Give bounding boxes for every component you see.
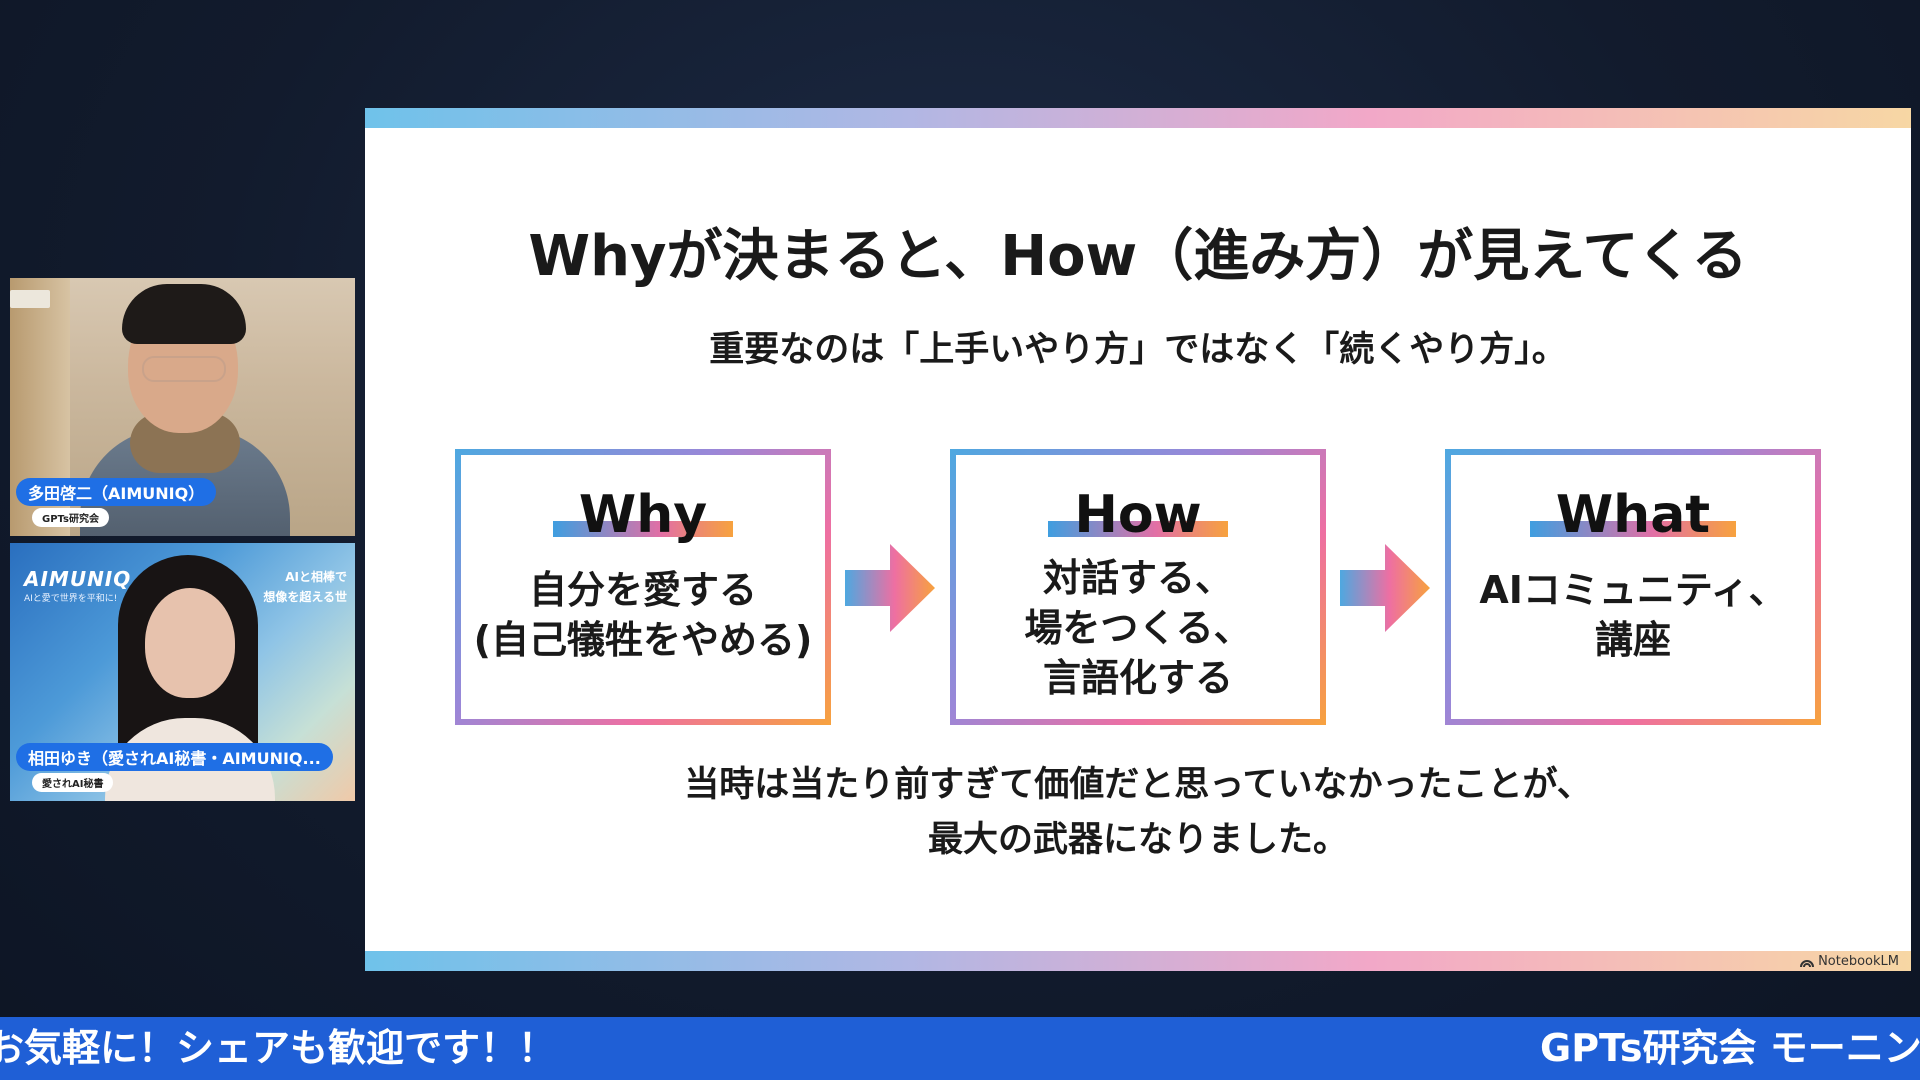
shared-presentation-slide: Whyが決まると、How（進み方）が見えてくる 重要なのは「上手いやり方」ではな… xyxy=(365,108,1911,971)
ticker-text-right: GPTs研究会 モーニン xyxy=(1540,1026,1920,1070)
slide-top-gradient-band xyxy=(365,108,1911,128)
ticker-text-left: お気軽に！シェアも歓迎です！！ xyxy=(0,1026,557,1070)
participant-video-tile-2[interactable]: AIMUNIQ AIと愛で世界を平和に! AIと相棒で 想像を超える世 相田ゆき… xyxy=(10,543,355,801)
card-heading: How xyxy=(1048,485,1228,545)
virtual-background-brand-sub: AIと愛で世界を平和に! xyxy=(24,594,118,604)
scrolling-ticker-banner: お気軽に！シェアも歓迎です！！ GPTs研究会 モーニン xyxy=(0,1017,1920,1080)
air-conditioner xyxy=(10,290,50,308)
participant-tag-label: GPTs研究会 xyxy=(32,508,109,527)
card-what: What AIコミュニティ、 講座 xyxy=(1445,449,1821,725)
slide-subtitle: 重要なのは「上手いやり方」ではなく「続くやり方」。 xyxy=(709,330,1567,370)
card-how: How 対話する、 場をつくる、 言語化する xyxy=(950,449,1326,725)
arrow-right-icon xyxy=(1340,544,1430,632)
participant-tag-label: 愛されAI秘書 xyxy=(32,773,114,792)
participant-video-tile-1[interactable]: 多田啓二（AIMUNIQ） GPTs研究会 xyxy=(10,278,355,536)
slide-conclusion-text: 当時は当たり前すぎて価値だと思っていなかったことが、 最大の武器になりました。 xyxy=(684,765,1592,860)
card-why: Why 自分を愛する (自己犠牲をやめる) xyxy=(455,449,831,725)
virtual-background-slogan: AIと相棒で 想像を超える世 xyxy=(263,570,347,604)
slide-title: Whyが決まると、How（進み方）が見えてくる xyxy=(528,224,1748,289)
card-heading: Why xyxy=(552,485,734,545)
card-body: AIコミュニティ、 講座 xyxy=(1479,568,1787,662)
participant-name-label: 多田啓二（AIMUNIQ） xyxy=(16,478,217,506)
glasses-icon xyxy=(142,356,226,382)
slide-bottom-gradient-band xyxy=(365,951,1911,971)
notebooklm-watermark: NotebookLM xyxy=(1800,954,1899,969)
card-body: 対話する、 場をつくる、 言語化する xyxy=(1024,556,1252,700)
notebooklm-logo-icon xyxy=(1800,959,1815,967)
card-heading: What xyxy=(1529,485,1737,545)
card-body: 自分を愛する (自己犠牲をやめる) xyxy=(473,568,813,662)
virtual-background-brand: AIMUNIQ xyxy=(24,567,132,591)
arrow-right-icon xyxy=(845,544,935,632)
participant-name-label: 相田ゆき（愛されAI秘書・AIMUNIQ... xyxy=(16,743,333,771)
